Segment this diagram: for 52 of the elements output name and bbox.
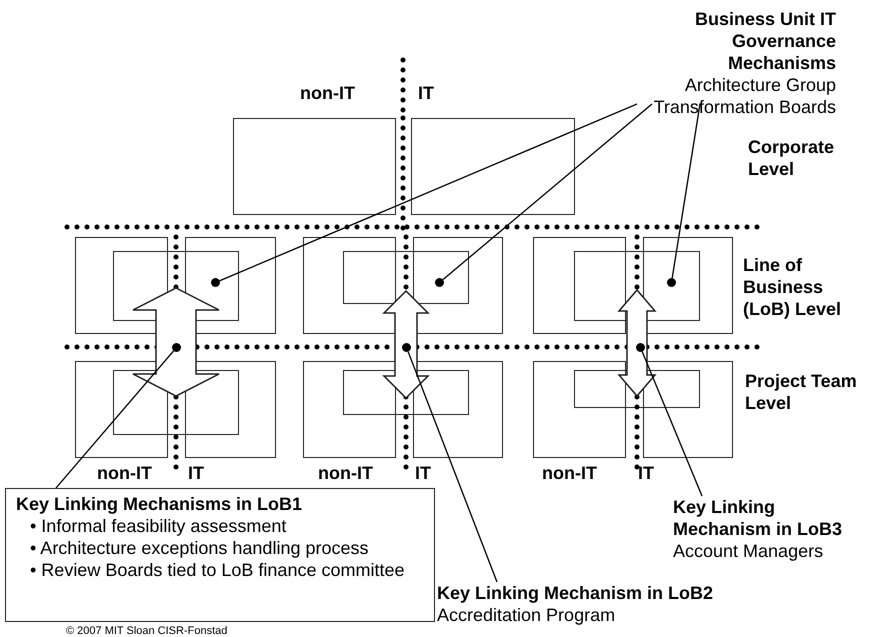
bullet-item: • Architecture exceptions handling process [30, 537, 370, 559]
level-label: Corporate Level [748, 136, 836, 180]
leader-line [442, 104, 652, 280]
anchor-dot [435, 278, 444, 287]
level-label: Line of Business (LoB) Level [743, 254, 842, 320]
leader-line [219, 103, 638, 282]
inner-box [574, 251, 700, 321]
anchor-dot [211, 278, 220, 287]
leader-line [642, 351, 703, 496]
unit-box [185, 361, 276, 458]
unit-box [233, 118, 396, 215]
unit-box [533, 237, 626, 334]
bullet-item: • Review Boards tied to LoB finance committee [30, 559, 406, 581]
unit-box [411, 118, 575, 215]
leader-line [672, 104, 701, 278]
unit-box [533, 361, 626, 458]
double-arrow [382, 290, 430, 400]
mechanism-item: Transformation Boards [652, 96, 836, 118]
column-label: IT [638, 462, 654, 484]
column-label: non-IT [300, 82, 355, 104]
unit-box [413, 361, 503, 458]
unit-box [75, 237, 168, 334]
unit-box [643, 361, 733, 458]
bullet-item: • Informal feasibility assessment [30, 515, 288, 537]
column-label: non-IT [542, 462, 597, 484]
mechanism-item: Architecture Group [684, 74, 836, 96]
callout-box [5, 488, 435, 622]
unit-box [303, 361, 396, 458]
column-label: IT [418, 82, 434, 104]
leader-line [408, 351, 498, 582]
inner-box [343, 251, 469, 304]
level-label: Project Team Level [745, 370, 858, 414]
unit-box [303, 237, 396, 334]
column-label: non-IT [318, 462, 373, 484]
copyright-note: © 2007 MIT Sloan CISR-Fonstad [66, 624, 228, 637]
mechanism-item: Accreditation Program [437, 604, 616, 626]
inner-box [113, 370, 239, 435]
governance-heading: Business Unit IT Governance Mechanisms [694, 8, 836, 74]
leader-line [56, 350, 174, 488]
inner-box [574, 370, 700, 408]
unit-box [75, 361, 168, 458]
column-label: IT [415, 462, 431, 484]
double-arrow [132, 287, 220, 397]
mechanism-heading: Key Linking Mechanism in LoB3 [673, 496, 844, 540]
mechanism-item: Account Managers [673, 540, 824, 562]
callout-heading: Key Linking Mechanisms in LoB1 [16, 493, 304, 515]
column-label: non-IT [97, 462, 152, 484]
inner-box [343, 370, 469, 415]
double-arrow [617, 288, 657, 398]
column-label: IT [188, 462, 204, 484]
anchor-dot [667, 278, 676, 287]
mechanism-heading: Key Linking Mechanism in LoB2 [437, 582, 714, 604]
